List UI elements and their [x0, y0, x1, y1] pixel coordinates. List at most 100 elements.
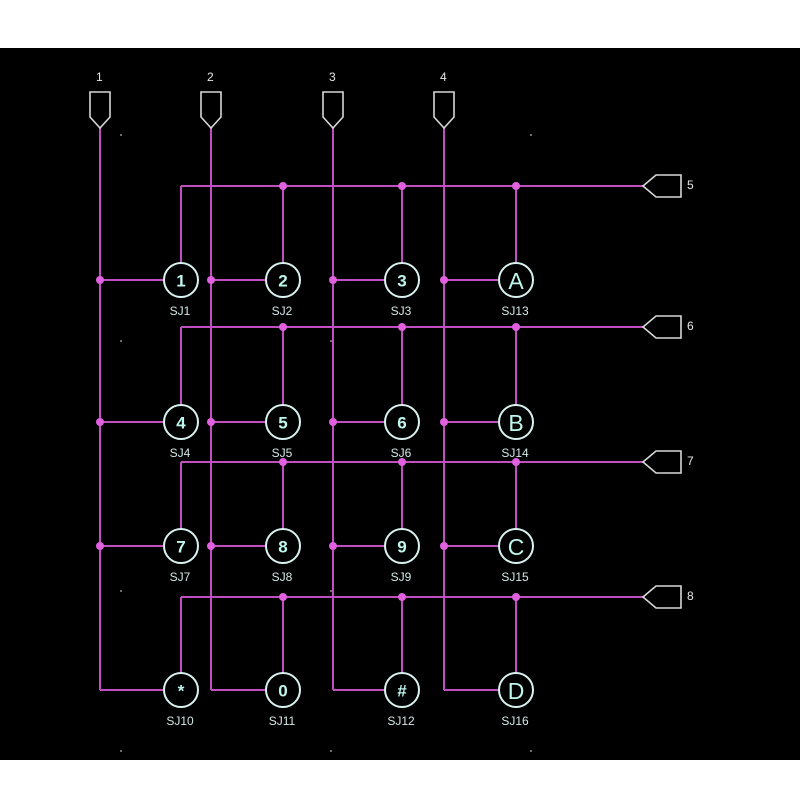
switch-circle: [163, 262, 199, 298]
switch-key-label: D: [508, 678, 525, 704]
switch-ref-label: SJ5: [272, 446, 293, 460]
switch-ref-label: SJ9: [391, 570, 412, 584]
junction-dot: [398, 593, 406, 601]
junction-dot: [512, 458, 520, 466]
column-port-label-4: 4: [440, 70, 447, 84]
switch-key-label: 6: [397, 414, 406, 433]
switch-sj12: #SJ12: [384, 672, 420, 728]
junction-dot: [279, 458, 287, 466]
switch-circle: [163, 404, 199, 440]
switch-ref-label: SJ8: [272, 570, 293, 584]
pentagon-down-icon: [433, 91, 455, 130]
junction-dot: [329, 418, 337, 426]
junction-dot: [279, 593, 287, 601]
switch-sj10: *SJ10: [163, 672, 199, 728]
switch-ref-label: SJ11: [269, 714, 296, 728]
switch-key-label: 5: [278, 414, 287, 433]
junction-dot: [329, 276, 337, 284]
junction-dot: [440, 542, 448, 550]
switch-key-label: 1: [176, 272, 185, 291]
switch-ref-label: SJ16: [501, 714, 529, 728]
junction-dot: [398, 182, 406, 190]
grid-speck: [330, 590, 332, 592]
switch-circle: [498, 672, 534, 708]
switch-key-label: 4: [176, 414, 186, 433]
switch-sj15: C SJ15: [498, 528, 534, 584]
switch-ref-label: SJ15: [501, 570, 529, 584]
row-port-label-7: 7: [687, 454, 694, 468]
port-layer: 1 2 3 4 5 6 7 8: [89, 70, 694, 609]
switch-key-label: 2: [278, 272, 287, 291]
switch-key-label: 0: [278, 682, 287, 701]
junction-dot: [207, 418, 215, 426]
grid-speck: [530, 134, 532, 136]
column-port-label-1: 1: [96, 70, 103, 84]
column-port-label-3: 3: [329, 70, 336, 84]
pentagon-left-icon: [641, 585, 682, 609]
column-port-label-2: 2: [207, 70, 214, 84]
junction-layer: [96, 182, 520, 601]
switch-ref-label: SJ4: [170, 446, 191, 460]
junction-dot: [279, 182, 287, 190]
switch-key-label: C: [508, 534, 525, 560]
grid-speck: [120, 590, 122, 592]
switch-circle: [163, 672, 199, 708]
switch-ref-label: SJ2: [272, 304, 293, 318]
switch-circle: [265, 528, 301, 564]
switch-circle: [163, 528, 199, 564]
switch-ref-label: SJ3: [391, 304, 412, 318]
junction-dot: [512, 182, 520, 190]
grid-speck: [120, 750, 122, 752]
junction-dot: [512, 593, 520, 601]
junction-dot: [398, 458, 406, 466]
pentagon-down-icon: [200, 91, 222, 130]
switch-circle: [265, 404, 301, 440]
switch-key-label: B: [508, 410, 523, 436]
switch-key-label: A: [508, 268, 524, 294]
row-port-label-6: 6: [687, 319, 694, 333]
junction-dot: [440, 418, 448, 426]
switch-key-label: 7: [176, 538, 185, 557]
wire-layer: [99, 128, 643, 691]
grid-speck: [120, 340, 122, 342]
junction-dot: [329, 542, 337, 550]
grid-speck: [120, 134, 122, 136]
grid-speck: [530, 750, 532, 752]
junction-dot: [96, 276, 104, 284]
grid-specks: [120, 134, 532, 752]
switch-circle: [265, 262, 301, 298]
junction-dot: [96, 542, 104, 550]
grid-speck: [330, 750, 332, 752]
switch-circle: [498, 404, 534, 440]
switch-key-label: 9: [397, 538, 406, 557]
switch-ref-label: SJ13: [501, 304, 529, 318]
row-port-label-5: 5: [687, 178, 694, 192]
switch-ref-label: SJ1: [170, 304, 191, 318]
switch-circle: [384, 404, 420, 440]
switch-circle: [265, 672, 301, 708]
switch-layer: 1SJ12SJ23SJ3ASJ134SJ45SJ56SJ6BSJ147SJ78S…: [163, 262, 534, 728]
grid-speck: [330, 340, 332, 342]
switch-key-label: 8: [278, 538, 287, 557]
pentagon-down-icon: [89, 91, 111, 130]
junction-dot: [398, 323, 406, 331]
junction-dot: [440, 276, 448, 284]
pentagon-left-icon: [641, 450, 682, 474]
switch-circle: [498, 262, 534, 298]
switch-key-label: #: [397, 682, 407, 701]
junction-dot: [279, 323, 287, 331]
switch-circle: [384, 262, 420, 298]
switch-circle: [384, 672, 420, 708]
switch-key-label: 3: [397, 272, 406, 291]
